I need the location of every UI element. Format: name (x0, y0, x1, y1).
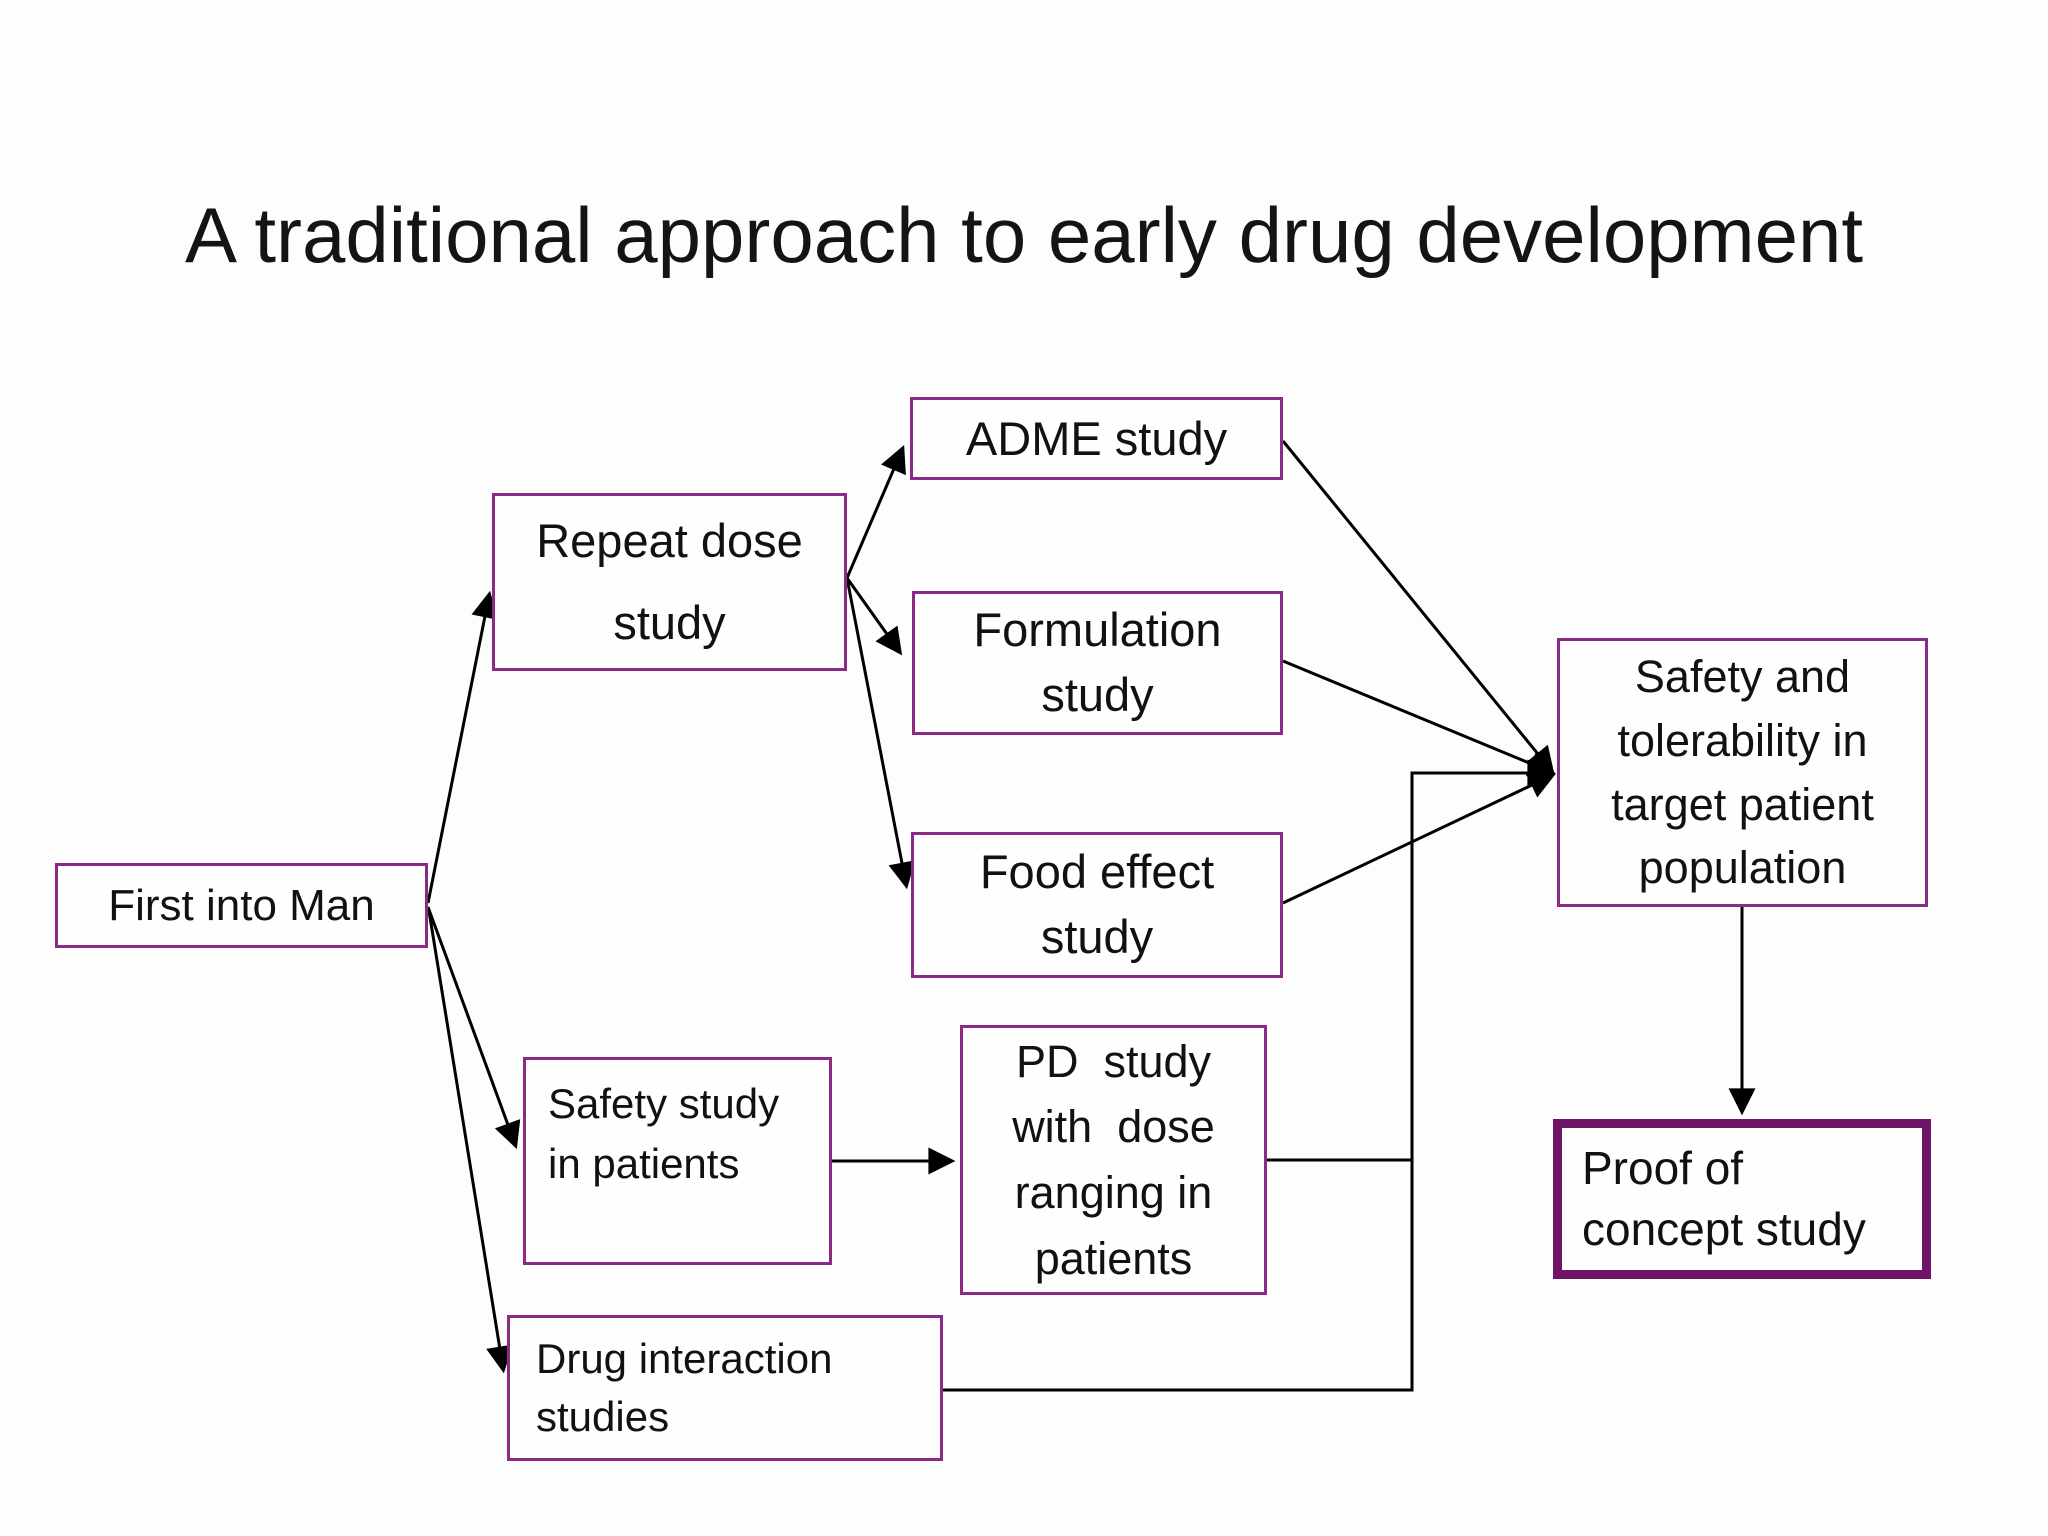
node-formulation-study: Formulation study (912, 591, 1283, 735)
node-drug-interaction-studies: Drug interaction studies (507, 1315, 943, 1461)
node-pd-study-line3: ranging in (1014, 1167, 1213, 1218)
node-repeat-dose-study-line2: study (613, 596, 726, 649)
edge-food-effect-to-safety-tolerability (1282, 773, 1556, 905)
node-pd-study-line1: PD study (1015, 1035, 1212, 1087)
node-safety-and-tolerability-line1: Safety and (1634, 650, 1851, 702)
node-pd-study: PD study with dose ranging in patients (960, 1025, 1267, 1295)
node-proof-of-concept-study: Proof of concept study (1553, 1119, 1931, 1279)
edge-formulation-to-safety-tolerability (1282, 659, 1556, 777)
node-repeat-dose-study-line1: Repeat dose (536, 513, 803, 567)
slide-title: A traditional approach to early drug dev… (184, 191, 1864, 279)
edge-first-to-safety-study (426, 906, 521, 1150)
node-formulation-study-line1: Formulation (973, 603, 1222, 657)
node-repeat-dose-study: Repeat dose study (492, 493, 847, 671)
node-safety-study-in-patients-line1: Safety study (548, 1080, 780, 1127)
edge-adme-to-safety-tolerability (1281, 440, 1555, 775)
node-safety-and-tolerability-line2: tolerability in (1617, 714, 1868, 766)
edge-repeat-to-adme (845, 445, 906, 579)
node-food-effect-study-line2: study (1040, 910, 1154, 963)
node-safety-study-in-patients: Safety study in patients (523, 1057, 832, 1265)
node-safety-and-tolerability: Safety and tolerability in target patien… (1557, 638, 1928, 907)
node-safety-and-tolerability-line3: target patient (1611, 778, 1874, 830)
node-first-into-man-label: First into Man (108, 880, 375, 930)
node-safety-and-tolerability-line4: population (1638, 842, 1847, 894)
node-food-effect-study: Food effect study (911, 832, 1283, 978)
node-safety-study-in-patients-line2: in patients (548, 1139, 740, 1187)
node-pd-study-line2: with dose (1012, 1101, 1215, 1153)
node-formulation-study-line2: study (1041, 668, 1154, 721)
edge-first-to-drug-interaction (427, 910, 513, 1374)
node-food-effect-study-line1: Food effect (979, 845, 1215, 899)
node-adme-study: ADME study (910, 397, 1283, 480)
edge-first-to-repeat-dose (426, 590, 499, 904)
edge-drug-interaction-to-safety-tolerability (943, 1160, 1414, 1392)
node-first-into-man: First into Man (55, 863, 428, 948)
node-pd-study-line4: patients (1034, 1232, 1193, 1284)
edge-repeat-to-food-effect (845, 577, 916, 890)
node-proof-of-concept-study-line2: concept study (1582, 1203, 1866, 1255)
edge-repeat-to-formulation (845, 577, 903, 656)
node-adme-study-label: ADME study (965, 412, 1228, 465)
node-proof-of-concept-study-line1: Proof of (1582, 1142, 1744, 1195)
node-drug-interaction-studies-line1: Drug interaction (536, 1335, 833, 1383)
edge-pd-to-safety-tolerability (1267, 759, 1555, 1162)
node-drug-interaction-studies-line2: studies (536, 1393, 670, 1440)
